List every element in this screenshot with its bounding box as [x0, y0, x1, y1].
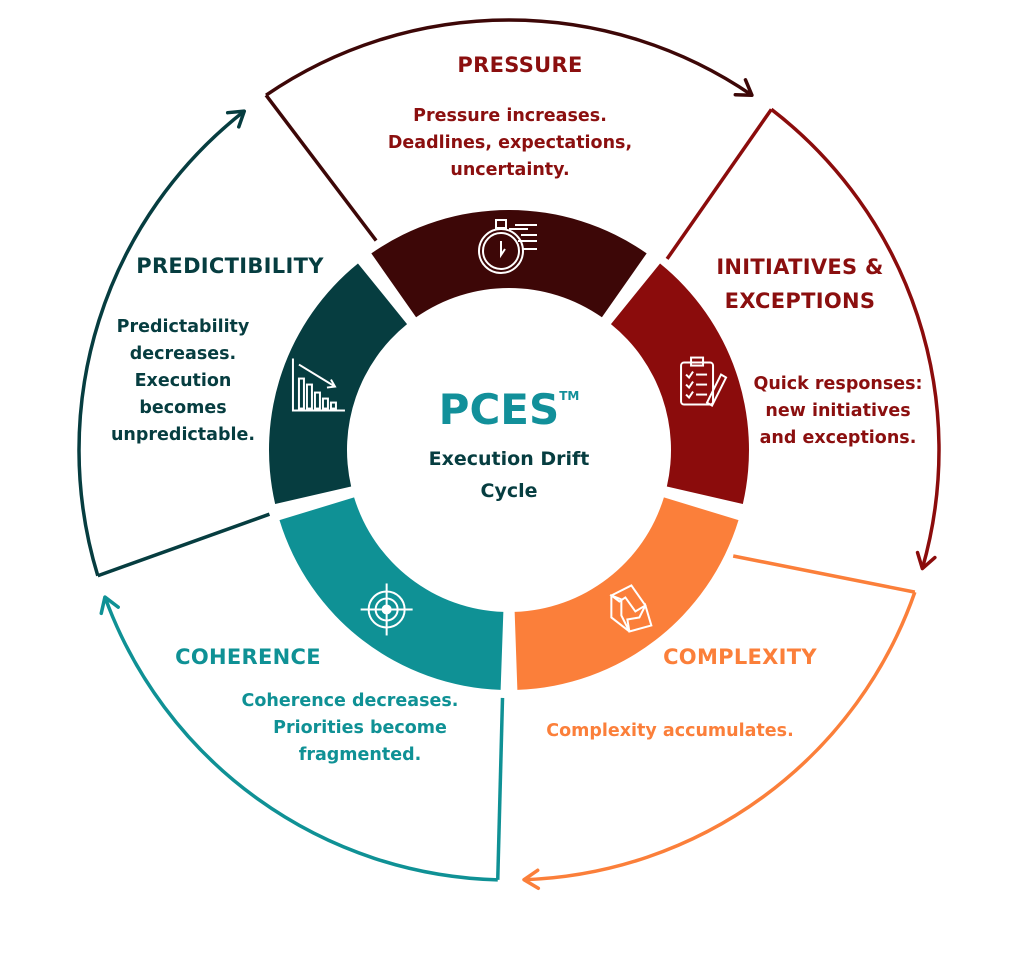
description-line: uncertainty.: [450, 160, 570, 180]
complexity-title: COMPLEXITY: [663, 645, 817, 669]
description-line: Priorities become: [273, 718, 447, 738]
title-line: EXCEPTIONS: [724, 289, 876, 313]
center-title: PCESTM: [409, 385, 609, 434]
description-line: Predictability: [116, 317, 250, 337]
predictibility-description: Predictability decreases. Execution beco…: [100, 314, 266, 449]
complexity-description: Complexity accumulates.: [520, 718, 820, 745]
impossible-shape-icon: [609, 584, 653, 633]
description-line: new initiatives: [765, 401, 911, 421]
predictibility-ring-segment: [269, 263, 408, 504]
subtitle-line: Cycle: [480, 480, 538, 502]
coherence-cycle-arrow: [103, 596, 498, 882]
target-icon: [360, 583, 413, 636]
description-line: fragmented.: [298, 745, 422, 765]
initiatives-outline-edge: [665, 108, 773, 260]
description-line: and exceptions.: [759, 428, 917, 448]
coherence-outline-edge: [495, 697, 505, 880]
arrowhead-icon: [915, 550, 937, 571]
pces-title: PCES: [438, 385, 560, 434]
coherence-title: COHERENCE: [175, 645, 321, 669]
predictibility-title: PREDICTIBILITY: [136, 254, 324, 278]
description-line: Deadlines, expectations,: [387, 133, 633, 153]
subtitle-line: Execution Drift: [428, 448, 590, 470]
center-subtitle: Execution Drift Cycle: [399, 443, 619, 507]
pressure-description: Pressure increases. Deadlines, expectati…: [340, 103, 680, 184]
description-line: Complexity accumulates.: [546, 721, 794, 741]
description-line: decreases.: [129, 344, 237, 364]
complexity-cycle-arrow: [523, 591, 917, 882]
description-line: Pressure increases.: [413, 106, 607, 126]
initiatives-cycle-arrow: [770, 107, 941, 570]
arrowhead-icon: [733, 78, 754, 97]
complexity-ring-segment: [514, 497, 739, 690]
description-line: becomes: [139, 398, 227, 418]
clipboard-checklist-icon: [680, 356, 728, 407]
pressure-outline-edge: [264, 94, 378, 242]
description-line: Execution: [134, 371, 232, 391]
arrowhead-icon: [99, 595, 120, 616]
predictibility-cycle-arrow: [77, 109, 246, 577]
declining-bar-chart-icon: [291, 358, 345, 412]
description-line: Coherence decreases.: [241, 691, 459, 711]
title-line: INITIATIVES &: [716, 255, 884, 279]
pressure-title: PRESSURE: [457, 53, 583, 77]
description-line: unpredictable.: [110, 425, 256, 445]
predictibility-outline-edge: [97, 512, 271, 578]
initiatives-description: Quick responses: new initiatives and exc…: [738, 371, 938, 452]
complexity-outline-edge: [732, 554, 916, 594]
coherence-description: Coherence decreases. Priorities become f…: [210, 688, 490, 769]
description-line: Quick responses:: [753, 374, 923, 394]
pressure-cycle-arrow: [265, 18, 753, 97]
stopwatch-icon: [478, 219, 537, 274]
pressure-ring-segment: [371, 209, 647, 318]
initiatives-title: INITIATIVES & EXCEPTIONS: [690, 250, 910, 318]
initiatives-ring-segment: [610, 263, 749, 504]
arrowhead-icon: [225, 109, 247, 129]
arrowhead-icon: [522, 868, 541, 890]
coherence-ring-segment: [279, 497, 504, 690]
trademark-mark: TM: [559, 389, 580, 403]
